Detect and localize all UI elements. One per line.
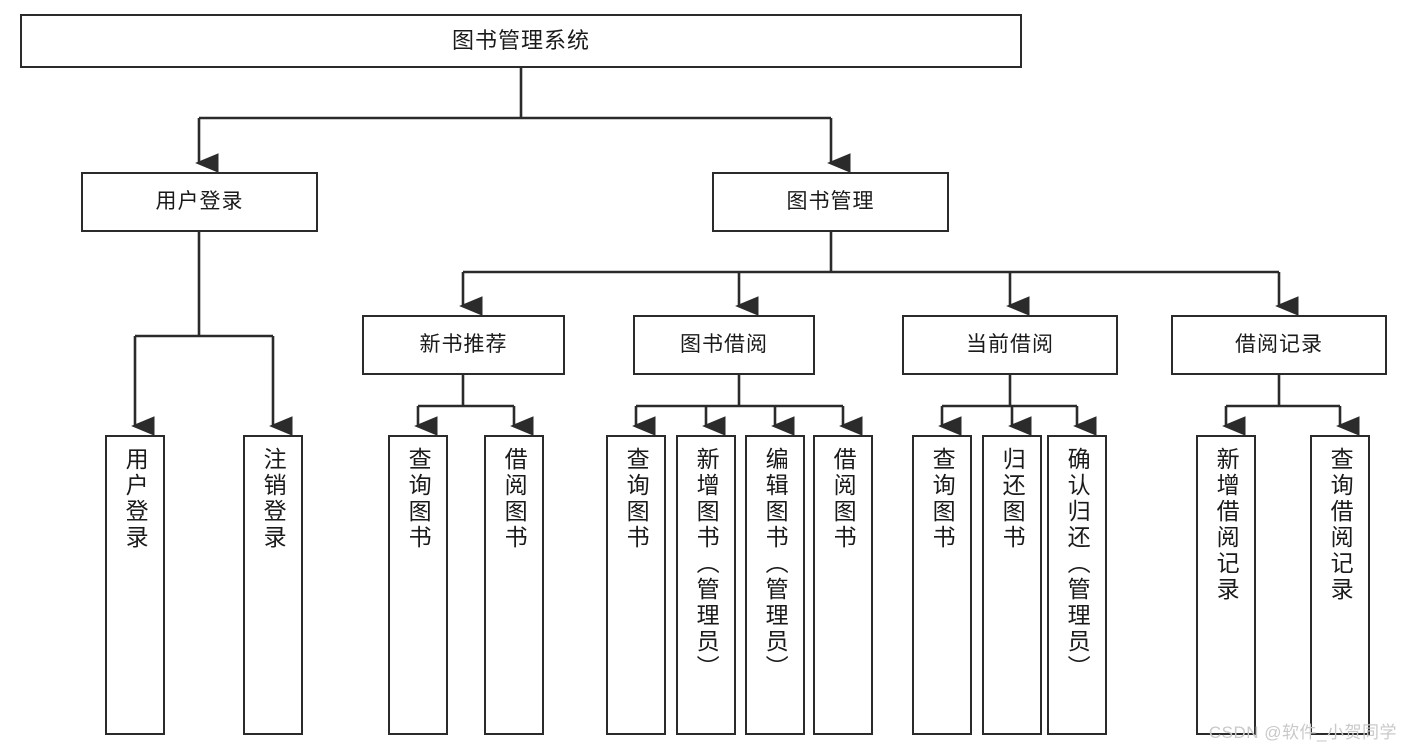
node-leaf-add-borrow-record[interactable]: 新增借阅记录 — [1196, 435, 1256, 735]
node-leaf-edit-book-admin[interactable]: 编辑图书（管理员） — [745, 435, 805, 735]
node-new-book-recommendation[interactable]: 新书推荐 — [362, 315, 565, 375]
node-label: 用户登录 — [155, 190, 244, 214]
node-label: 查询图书 — [405, 447, 432, 551]
node-label: 借阅图书 — [501, 447, 528, 551]
node-label: 新增借阅记录 — [1213, 447, 1240, 603]
node-leaf-search-book-borrow[interactable]: 查询图书 — [606, 435, 666, 735]
node-book-borrow[interactable]: 图书借阅 — [633, 315, 815, 375]
node-user-login[interactable]: 用户登录 — [81, 172, 318, 232]
node-leaf-search-borrow-record[interactable]: 查询借阅记录 — [1310, 435, 1370, 735]
node-label: 借阅图书 — [830, 447, 857, 551]
node-book-management[interactable]: 图书管理 — [712, 172, 949, 232]
node-leaf-borrow-book-new[interactable]: 借阅图书 — [484, 435, 544, 735]
node-leaf-add-book-admin[interactable]: 新增图书（管理员） — [676, 435, 736, 735]
node-label: 归还图书 — [999, 447, 1026, 551]
node-leaf-search-book-new[interactable]: 查询图书 — [388, 435, 448, 735]
node-label: 查询图书 — [929, 447, 956, 551]
node-leaf-logout[interactable]: 注销登录 — [243, 435, 303, 735]
node-label: 注销登录 — [260, 447, 287, 551]
node-label: 用户登录 — [122, 447, 149, 551]
node-label: 查询图书 — [623, 447, 650, 551]
node-label: 图书借阅 — [680, 333, 768, 357]
node-current-borrow[interactable]: 当前借阅 — [902, 315, 1118, 375]
node-label: 借阅记录 — [1235, 333, 1323, 357]
node-leaf-return-book[interactable]: 归还图书 — [982, 435, 1042, 735]
node-leaf-confirm-return-admin[interactable]: 确认归还（管理员） — [1047, 435, 1107, 735]
node-label: 图书管理系统 — [451, 27, 590, 53]
node-label: 新增图书（管理员） — [693, 447, 720, 681]
node-label: 确认归还（管理员） — [1064, 447, 1091, 681]
node-label: 编辑图书（管理员） — [762, 447, 789, 681]
node-label: 新书推荐 — [419, 333, 508, 357]
node-leaf-search-book-current[interactable]: 查询图书 — [912, 435, 972, 735]
node-leaf-user-login[interactable]: 用户登录 — [105, 435, 165, 735]
node-label: 图书管理 — [786, 190, 875, 214]
node-label: 查询借阅记录 — [1327, 447, 1354, 603]
node-label: 当前借阅 — [966, 333, 1054, 357]
node-borrow-record[interactable]: 借阅记录 — [1171, 315, 1387, 375]
node-leaf-borrow-book[interactable]: 借阅图书 — [813, 435, 873, 735]
node-root-book-management-system[interactable]: 图书管理系统 — [20, 14, 1022, 68]
